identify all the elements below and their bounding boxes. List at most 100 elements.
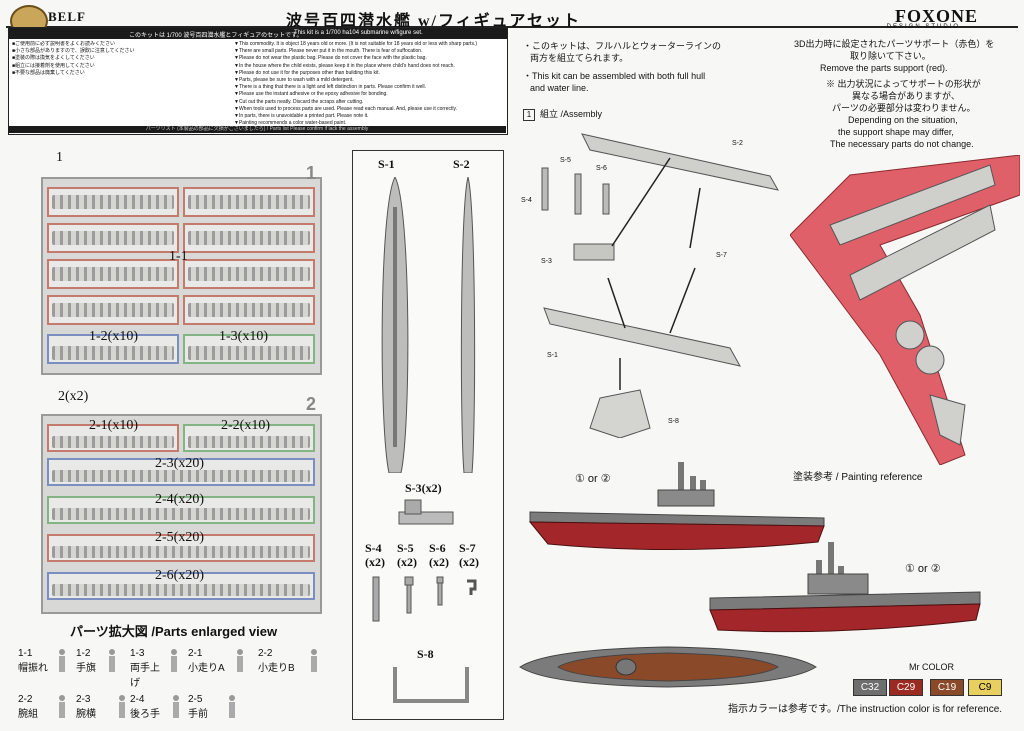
notice-en-line: ▼Please do not use it for the purposes o…: [234, 69, 380, 76]
part-label-s6: S-6: [429, 541, 446, 555]
notice-jp-line: ■小さな部品がありますので、誤飲に注意してください: [12, 48, 135, 55]
support-en-3: the support shape may differ,: [838, 127, 954, 137]
qty-label: (x2): [397, 555, 417, 569]
sprue1-label: 1: [56, 150, 63, 165]
figure-cell: [183, 259, 315, 289]
callout-2: ① or ②: [905, 563, 941, 575]
support-jp-1: 3D出力時に設定されたパーツサポート（赤色）を: [794, 39, 995, 49]
figure-icon: [311, 649, 317, 672]
color-swatch-c29: C29: [889, 679, 923, 696]
stand-s8-icon: [393, 667, 469, 703]
figure-icon: [171, 649, 177, 672]
support-en-2: Depending on the situation,: [848, 115, 958, 125]
notice-jp-line: ■塗装の際は換気をよくしてください: [12, 55, 95, 62]
sprue2-corner-number: 2: [305, 394, 316, 414]
support-print-illustration: [790, 155, 1020, 465]
support-jp-5: パーツの必要部分は変わりません。: [832, 103, 976, 113]
figure-cell: [183, 295, 315, 325]
step-number: 1: [523, 109, 535, 121]
figure-icon: [237, 649, 243, 672]
submarine-top-view: [519, 646, 817, 688]
qty-label: (x2): [459, 555, 479, 569]
part-label-2-2: 2-2(x10): [221, 418, 270, 433]
small-parts-icon: [372, 576, 477, 622]
figure-cell: [47, 259, 179, 289]
sprue2-label: 2(x2): [58, 389, 89, 404]
figure-cell: [47, 223, 179, 253]
figure-cell: [47, 334, 179, 364]
figure-cell: [47, 572, 315, 600]
notice-en-line: ▼Cut out the parts neatly. Discard the s…: [234, 98, 364, 105]
figure-cell: [47, 424, 179, 452]
figure-cell: [47, 187, 179, 217]
hull-s1-icon: [381, 177, 409, 473]
notice-box: このキットは 1/700 波号百四潜水艦とフィギュアのセットです。 This k…: [8, 27, 508, 135]
notice-header-en: This kit is a 1/700 ha104 submarine w/fi…: [294, 30, 423, 36]
support-jp-4: 異なる場合がありますが、: [852, 91, 960, 101]
figure-cell: [183, 334, 315, 364]
tag-s3: S-3: [541, 258, 552, 265]
tag-s5: S-5: [560, 157, 571, 164]
part-label-s5: S-5: [397, 541, 414, 555]
assembly-diagram: [541, 133, 779, 438]
part-label-2-1: 2-1(x10): [89, 418, 138, 433]
sprue-2: 2 2-1(x10) 2-2(x10) 2-3(x20) 2-4(x20) 2-…: [41, 394, 322, 614]
part-label-s7: S-7: [459, 541, 476, 555]
notice-en-line: ▼Please do not wear the plastic bag. Ple…: [234, 55, 427, 62]
page-title: 波号百四潜水艦 w/フィギュアセット: [286, 13, 582, 30]
part-label-2-5: 2-5(x20): [155, 530, 204, 545]
qty-label: (x2): [429, 555, 449, 569]
sprue-1: 1 1-1 1-2(x10) 1-3(x10): [41, 163, 322, 375]
conning-tower-s3-icon: [398, 499, 454, 525]
figure-icon: [59, 695, 65, 718]
notice-en-line: ▼Please use the instant adhesive or the …: [234, 91, 388, 98]
part-label-1-3: 1-3(x10): [219, 329, 268, 344]
color-swatch-c9: C9: [968, 679, 1002, 696]
notice-header-bar: このキットは 1/700 波号百四潜水艦とフィギュアのセットです。 This k…: [9, 28, 507, 39]
info-en-2: and water line.: [530, 83, 589, 93]
part-label-2-4: 2-4(x20): [155, 492, 204, 507]
figure-cell: [47, 496, 315, 524]
figure-icon: [59, 649, 65, 672]
enlarged-view-title: パーツ拡大図 /Parts enlarged view: [70, 624, 278, 639]
tag-s6: S-6: [596, 165, 607, 172]
figure-cell: [183, 223, 315, 253]
mr-color-label: Mr COLOR: [909, 662, 954, 672]
notice-en-list: ▼This commodity. It is object 18 years o…: [234, 41, 504, 127]
notice-header-jp: このキットは 1/700 波号百四潜水艦とフィギュアのセットです。: [129, 33, 303, 39]
notice-en-line: ▼Painting recommends a color water-based…: [234, 120, 347, 127]
support-en-4: The necessary parts do not change.: [830, 139, 974, 149]
color-swatch-c19: C19: [930, 679, 964, 696]
tag-s7: S-7: [716, 252, 727, 259]
part-label-s1: S-1: [378, 157, 395, 171]
color-swatch-c32: C32: [853, 679, 887, 696]
part-label-s8: S-8: [417, 647, 434, 661]
notice-jp-line: ■組立には接着剤を使用してください: [12, 62, 95, 69]
part-label-2-3: 2-3(x20): [155, 456, 204, 471]
figure-cell: [47, 295, 179, 325]
figure-icon: [119, 695, 125, 718]
part-label-s4: S-4: [365, 541, 382, 555]
submarine-side-view-1: [528, 462, 825, 551]
notice-en-line: ▼There are small parts. Please never put…: [234, 48, 423, 55]
figure-cell: [183, 424, 315, 452]
notice-en-line: ▼When tools used to process parts are us…: [234, 105, 458, 112]
notice-en-line: ▼There is a thing that there is a light …: [234, 84, 426, 91]
notice-en-line: ▼This commodity. It is object 18 years o…: [234, 41, 478, 47]
notice-jp-line: ■不要な部品は廃棄してください: [12, 69, 85, 76]
part-label-2-6: 2-6(x20): [155, 568, 204, 583]
painting-title: 塗装参考 / Painting reference: [793, 472, 923, 483]
info-jp-1: ・このキットは、フルハルとウォーターラインの: [523, 41, 722, 51]
part-label-1-2: 1-2(x10): [89, 329, 138, 344]
instruction-color-note: 指示カラーは参考です。/The instruction color is for…: [728, 704, 1003, 715]
part-label-s2: S-2: [453, 157, 470, 171]
parts-list-bar: パーツリスト (本製品の部品に欠損がございましたら) / Parts list …: [8, 126, 506, 133]
tag-s8: S-8: [668, 418, 679, 425]
